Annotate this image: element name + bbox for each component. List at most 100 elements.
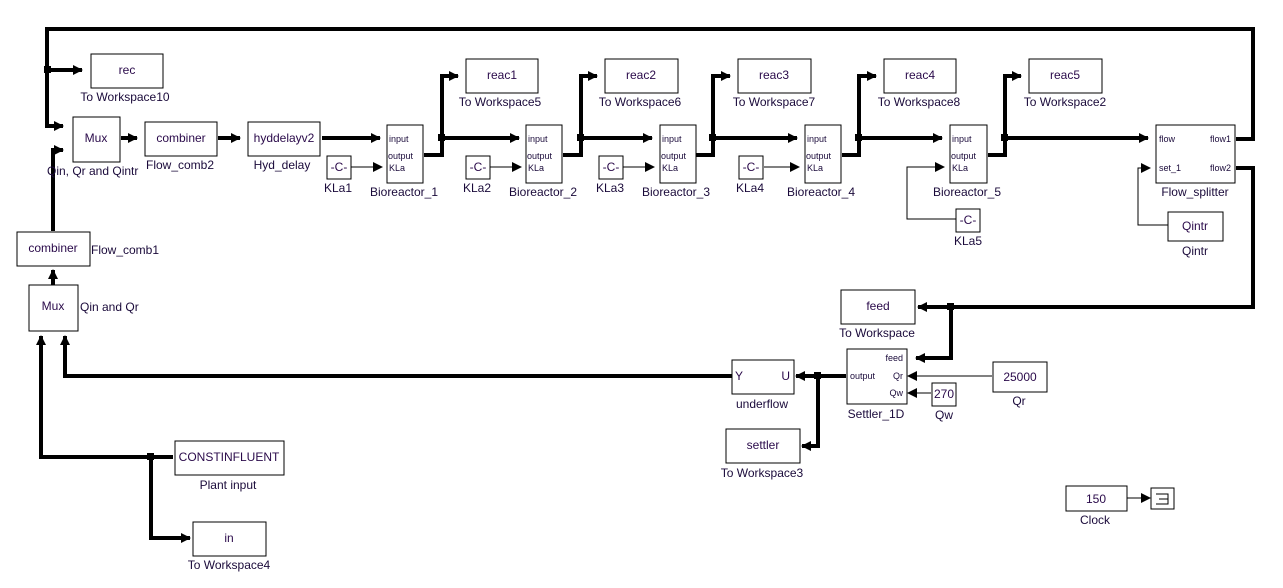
block-label: To Workspace8 xyxy=(878,95,961,109)
port-kla: KLa xyxy=(807,163,823,173)
block-in-workspace[interactable]: in To Workspace4 xyxy=(188,521,271,572)
block-label: Qintr xyxy=(1182,244,1208,258)
block-qintr[interactable]: Qintr Qintr xyxy=(1167,211,1224,258)
block-bioreactor-3[interactable]: input output KLa Bioreactor_3 xyxy=(642,124,710,199)
port-output: output xyxy=(806,151,832,161)
block-label: KLa3 xyxy=(596,181,624,195)
branch-point xyxy=(709,134,716,141)
port-kla: KLa xyxy=(952,163,968,173)
port-flow1: flow1 xyxy=(1210,134,1231,144)
block-text: reac4 xyxy=(905,68,935,82)
port-input: input xyxy=(807,134,827,144)
block-qw[interactable]: 270 Qw xyxy=(931,382,957,422)
line-kla5[interactable] xyxy=(906,162,956,220)
line-settler-to-ws3[interactable] xyxy=(801,376,820,451)
port-output: output xyxy=(388,151,414,161)
line-bio3-to-bio4[interactable] xyxy=(696,133,798,157)
block-label: Qw xyxy=(935,408,953,422)
block-label: Bioreactor_3 xyxy=(642,185,710,199)
line-underflow-to-mux[interactable] xyxy=(60,335,733,378)
line-bio4-to-bio5[interactable] xyxy=(842,133,943,157)
block-flow-splitter[interactable]: flow set_1 flow1 flow2 Flow_splitter xyxy=(1155,124,1236,199)
block-text: hyddelayv2 xyxy=(254,131,315,145)
block-label: Bioreactor_1 xyxy=(370,185,438,199)
block-hyd-delay[interactable]: hyddelayv2 Hyd_delay xyxy=(247,121,321,172)
line-bio5-to-splitter[interactable] xyxy=(988,133,1149,157)
line-plantinput-to-mux[interactable] xyxy=(36,335,173,459)
line-flow1-feedback[interactable] xyxy=(45,27,1255,141)
block-text: combiner xyxy=(28,241,77,255)
line-bio4-to-reac4[interactable] xyxy=(857,71,877,138)
block-kla5[interactable]: -C- KLa5 xyxy=(954,208,982,248)
block-bioreactor-4[interactable]: input output KLa Bioreactor_4 xyxy=(787,124,855,199)
block-kla2[interactable]: -C- KLa2 xyxy=(463,155,491,195)
port-kla: KLa xyxy=(389,163,405,173)
block-reac2[interactable]: reac2 To Workspace6 xyxy=(599,58,682,109)
block-text: in xyxy=(224,531,233,545)
block-bioreactor-1[interactable]: input output KLa Bioreactor_1 xyxy=(370,124,438,199)
line-qintr[interactable] xyxy=(1137,163,1168,226)
port-qw: Qw xyxy=(890,388,904,398)
branch-point xyxy=(947,303,954,310)
block-kla1[interactable]: -C- KLa1 xyxy=(324,155,352,195)
block-reac1[interactable]: reac1 To Workspace5 xyxy=(459,58,542,109)
line-plantinput-to-in[interactable] xyxy=(149,457,191,543)
block-text: reac5 xyxy=(1050,68,1080,82)
block-clock[interactable]: 150 Clock xyxy=(1065,485,1128,527)
block-mux-top[interactable]: Mux Qin, Qr and Qintr xyxy=(47,116,138,178)
branch-point xyxy=(1001,134,1008,141)
block-label: Settler_1D xyxy=(848,407,905,421)
block-label: Bioreactor_5 xyxy=(933,185,1001,199)
block-label: Hyd_delay xyxy=(254,158,311,172)
block-label: underflow xyxy=(736,397,788,411)
block-plant-input[interactable]: CONSTINFLUENT Plant input xyxy=(174,440,285,492)
block-kla3[interactable]: -C- KLa3 xyxy=(596,155,624,195)
block-text: reac1 xyxy=(487,68,517,82)
block-text: feed xyxy=(866,299,889,313)
block-text: combiner xyxy=(156,131,205,145)
branch-point xyxy=(438,134,445,141)
line-flowcomb1-to-mux[interactable] xyxy=(51,145,64,231)
signal-lines xyxy=(36,27,1255,543)
line-bio1-to-reac1[interactable] xyxy=(440,71,459,138)
line-bio3-to-reac3[interactable] xyxy=(711,71,731,138)
port-input: input xyxy=(662,134,682,144)
line-bio2-to-bio3[interactable] xyxy=(563,133,653,157)
block-settler-workspace[interactable]: settler To Workspace3 xyxy=(721,428,804,480)
block-text: Mux xyxy=(85,131,108,145)
block-label: To Workspace2 xyxy=(1024,95,1107,109)
block-settler[interactable]: feed output Qr Qw Settler_1D xyxy=(846,348,908,421)
line-flow2-to-feed[interactable] xyxy=(917,166,1255,312)
block-bioreactor-2[interactable]: input output KLa Bioreactor_2 xyxy=(509,124,577,199)
block-label: To Workspace6 xyxy=(599,95,682,109)
block-label: KLa5 xyxy=(954,234,982,248)
block-text: CONSTINFLUENT xyxy=(179,450,280,464)
block-bioreactor-5[interactable]: input output KLa Bioreactor_5 xyxy=(933,124,1001,199)
port-flow2: flow2 xyxy=(1210,163,1231,173)
block-label: Flow_comb2 xyxy=(146,158,214,172)
block-flow-comb1[interactable]: combiner Flow_comb1 xyxy=(16,231,159,267)
block-underflow[interactable]: Y U underflow xyxy=(731,359,795,411)
line-bio5-to-reac5[interactable] xyxy=(1003,71,1022,138)
block-label: KLa2 xyxy=(463,181,491,195)
branch-point xyxy=(814,372,821,379)
block-rec[interactable]: rec To Workspace10 xyxy=(80,53,170,104)
line-flow2-to-settler[interactable] xyxy=(915,307,953,363)
block-feed[interactable]: feed To Workspace xyxy=(839,289,916,340)
line-bio1-to-bio2[interactable] xyxy=(424,133,520,157)
terminator-icon[interactable] xyxy=(1150,487,1175,510)
line-bio2-to-reac2[interactable] xyxy=(579,71,598,138)
block-mux-bottom[interactable]: Mux Qin and Qr xyxy=(28,284,139,332)
block-label: Plant input xyxy=(200,478,257,492)
block-reac4[interactable]: reac4 To Workspace8 xyxy=(878,58,961,109)
port-input: input xyxy=(389,134,409,144)
block-label: Flow_comb1 xyxy=(91,243,159,257)
block-reac3[interactable]: reac3 To Workspace7 xyxy=(733,58,816,109)
block-text: Mux xyxy=(42,299,65,313)
block-flow-comb2[interactable]: combiner Flow_comb2 xyxy=(144,121,218,172)
block-reac5[interactable]: reac5 To Workspace2 xyxy=(1024,58,1107,109)
block-qr[interactable]: 25000 Qr xyxy=(992,361,1048,408)
block-kla4[interactable]: -C- KLa4 xyxy=(736,155,764,195)
block-label: Flow_splitter xyxy=(1161,185,1228,199)
